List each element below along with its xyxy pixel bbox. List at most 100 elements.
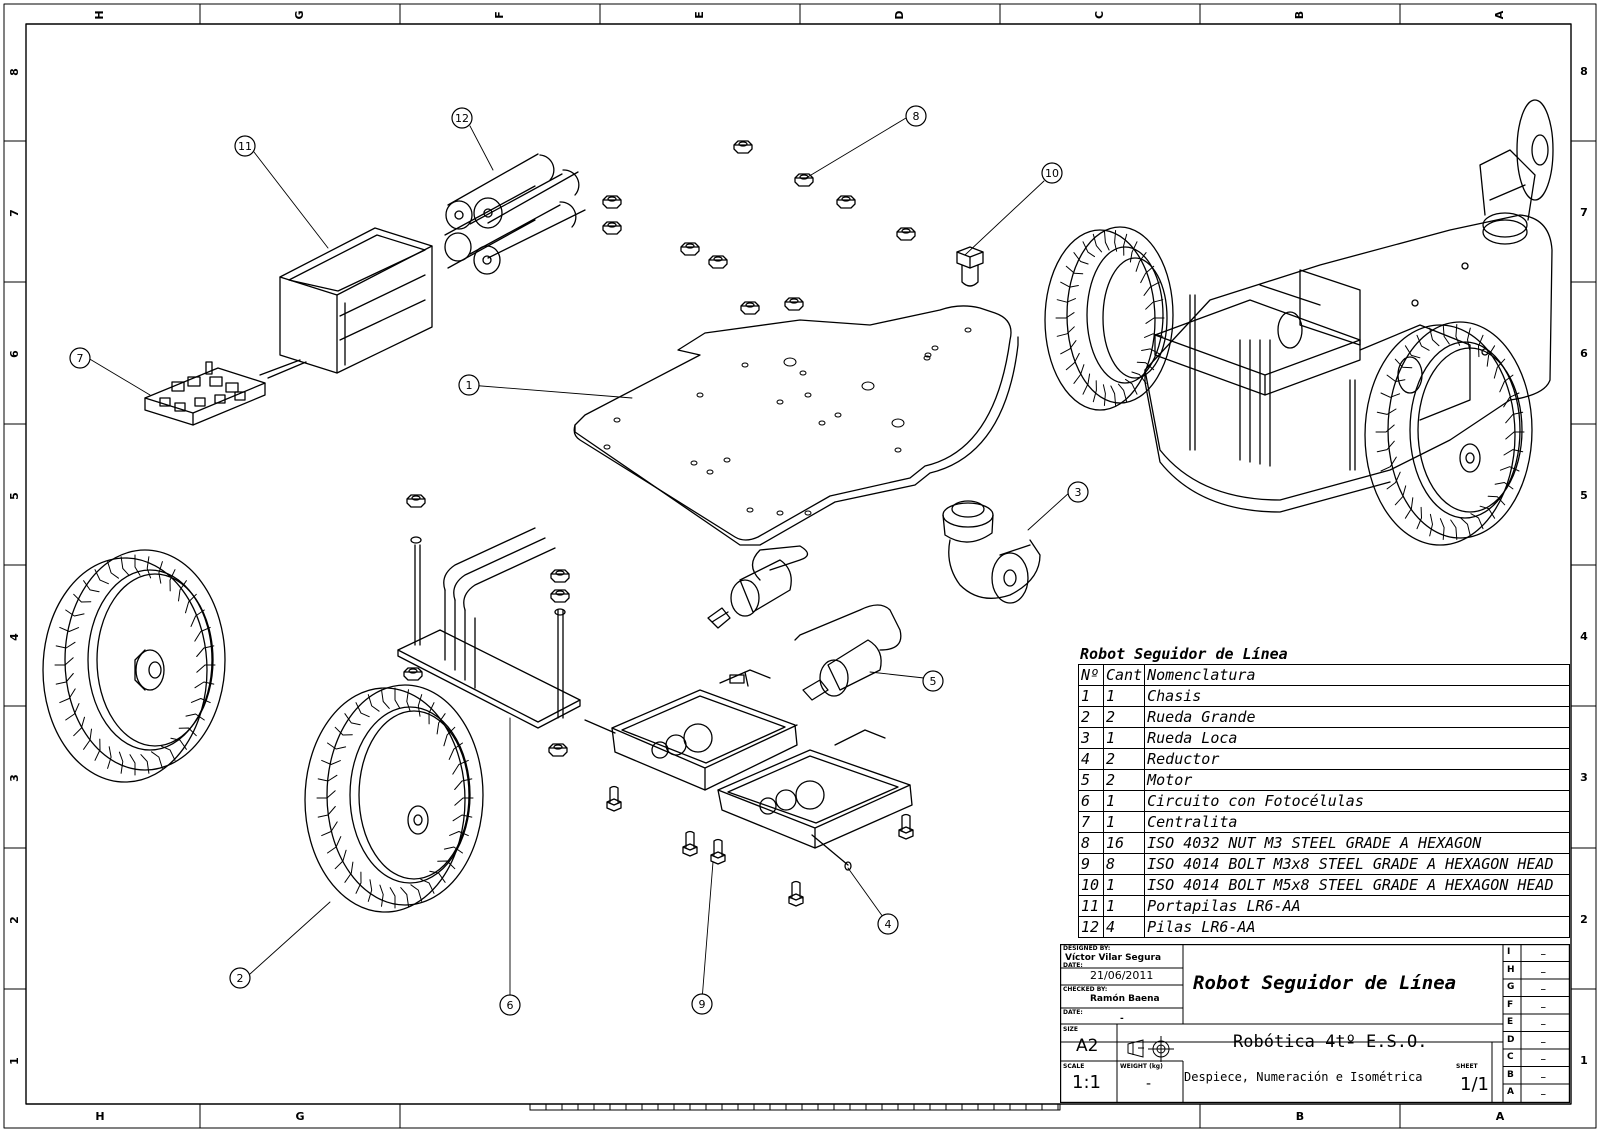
bom-title: Robot Seguidor de Línea — [1080, 645, 1288, 663]
nut-hole — [685, 243, 695, 249]
bom-cell-part-name: Reductor — [1144, 748, 1570, 770]
weight-label: WEIGHT (kg) — [1120, 1063, 1163, 1070]
revision-letter: H — [1507, 964, 1515, 975]
date-label: DATE: — [1063, 962, 1083, 969]
hex-nut — [602, 195, 622, 209]
scale-label: SCALE — [1063, 1063, 1085, 1070]
nut-hole — [555, 570, 565, 576]
large-wheel-part-2-left — [42, 549, 226, 783]
size-value: A2 — [1076, 1036, 1099, 1056]
bom-cell-item-number: 1 — [1078, 685, 1104, 707]
chassis-hole — [894, 447, 902, 453]
item-balloon: 3 — [1067, 481, 1089, 503]
date-value: 21/06/2011 — [1090, 969, 1154, 982]
caster-wheel-part-3 — [942, 500, 1041, 604]
title-block: DESIGNED BY: Víctor Vilar Segura DATE: 2… — [1060, 944, 1570, 1103]
zone-row-left-4: 4 — [8, 633, 21, 641]
bom-cell-quantity: 1 — [1102, 685, 1146, 707]
zone-col-top-e: E — [693, 11, 706, 19]
bom-cell-quantity: 1 — [1102, 790, 1146, 812]
item-balloon: 11 — [234, 135, 256, 157]
zone-row-left-3: 3 — [8, 774, 21, 782]
gearbox-part-4-upper — [584, 669, 798, 791]
balloon-number: 9 — [699, 998, 706, 1011]
bom-cell-part-name: ISO 4014 BOLT M5x8 STEEL GRADE A HEXAGON… — [1144, 874, 1570, 896]
revision-letter: D — [1507, 1034, 1515, 1045]
battery-holder-part-11 — [259, 227, 433, 379]
tire-tread — [54, 554, 216, 776]
nut-hole — [738, 141, 748, 147]
zone-row-left-8: 8 — [8, 68, 21, 76]
title-block-grid — [1060, 944, 1570, 1103]
chassis-hole — [776, 510, 784, 516]
hex-nut — [403, 667, 423, 681]
nut-hole — [408, 668, 418, 674]
nuts-part-8 — [403, 140, 916, 757]
chassis-hole — [776, 399, 784, 405]
chassis-plate-part-1 — [573, 305, 1019, 546]
revision-value: _ — [1541, 1016, 1546, 1026]
zone-col-top-f: F — [493, 11, 506, 19]
hex-nut — [784, 297, 804, 311]
bom-cell-item-number: 8 — [1078, 832, 1104, 854]
zone-row-right-1: 1 — [1580, 1054, 1588, 1067]
revision-value: _ — [1541, 1033, 1546, 1044]
bom-cell-part-name: Rueda Loca — [1144, 727, 1570, 749]
chassis-hole — [799, 370, 807, 376]
hex-nut — [733, 140, 753, 154]
bom-cell-item-number: 4 — [1078, 748, 1104, 770]
zone-row-right-5: 5 — [1580, 489, 1588, 502]
zone-row-left-6: 6 — [8, 350, 21, 358]
bom-cell-quantity: 1 — [1102, 811, 1146, 833]
balloon-number: 10 — [1045, 167, 1059, 180]
hex-bolt — [710, 838, 726, 865]
zone-col-top-d: D — [893, 10, 906, 20]
item-balloon: 12 — [451, 107, 473, 129]
bom-cell-part-name: ISO 4032 NUT M3 STEEL GRADE A HEXAGON — [1144, 832, 1570, 854]
revision-value: _ — [1541, 1051, 1546, 1061]
item-balloon: 6 — [499, 994, 521, 1016]
balloon-number: 6 — [507, 999, 514, 1012]
zone-col-top-g: G — [293, 10, 306, 20]
sheet-value: 1/1 — [1460, 1074, 1489, 1095]
nut-hole — [411, 495, 421, 501]
large-wheel-part-2-right — [304, 684, 484, 913]
date2-value: - — [1120, 1014, 1124, 1024]
zone-row-right-4: 4 — [1580, 630, 1588, 643]
chassis-hole — [696, 392, 704, 398]
item-balloon: 9 — [691, 993, 713, 1015]
balloon-number: 3 — [1075, 486, 1082, 499]
item-balloon: 1 — [458, 374, 480, 396]
chassis-hole — [861, 381, 875, 391]
zone-row-right-7: 7 — [1580, 206, 1588, 219]
chassis-hole — [931, 345, 939, 351]
revision-value: _ — [1541, 981, 1546, 991]
hex-nut — [708, 255, 728, 269]
balloon-number: 11 — [238, 140, 252, 153]
gearbox-part-4-lower — [717, 729, 913, 871]
bom-cell-quantity: 2 — [1102, 748, 1146, 770]
chassis-hole — [804, 510, 812, 516]
hex-nut — [550, 569, 570, 583]
sheet-label: SHEET — [1456, 1063, 1478, 1070]
bom-cell-quantity: 1 — [1102, 895, 1146, 917]
bolt-m5-part-10 — [956, 246, 984, 287]
chassis-hole — [783, 357, 797, 367]
drawing-description: Despiece, Numeración e Isométrica — [1184, 1070, 1423, 1084]
motor-part-5-upper — [707, 545, 809, 629]
revision-value: _ — [1541, 946, 1546, 956]
bom-cell-part-name: Pilas LR6-AA — [1144, 916, 1570, 938]
bom-cell-item-number: 6 — [1078, 790, 1104, 812]
balloon-number: 8 — [913, 110, 920, 123]
revision-value: _ — [1541, 1086, 1546, 1096]
bom-cell-part-name: Centralita — [1144, 811, 1570, 833]
bom-cell-item-number: 2 — [1078, 706, 1104, 728]
bom-cell-quantity: 2 — [1102, 706, 1146, 728]
